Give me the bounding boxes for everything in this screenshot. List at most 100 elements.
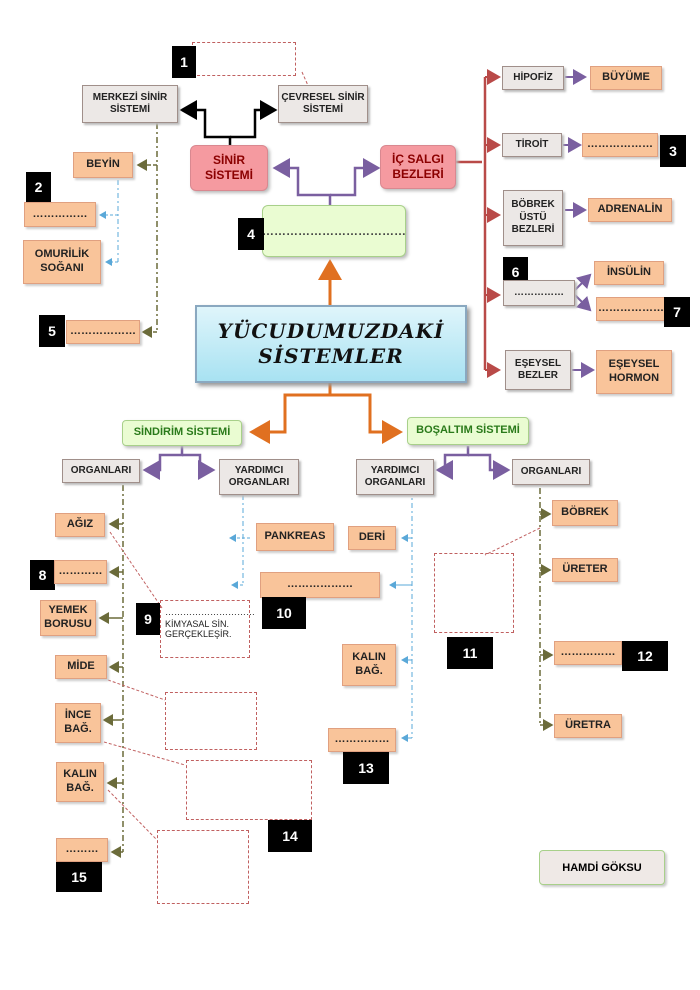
blank-7-text: ……………… (598, 302, 664, 315)
mouth-label: AĞIZ (66, 518, 94, 531)
pancreas-box: PANKREAS (256, 523, 334, 551)
number-badge-12: 12 (622, 641, 668, 671)
blank-box-5[interactable]: ……………… (66, 320, 140, 344)
blank-12-text: …………… (560, 646, 616, 659)
sex-hormone-label: EŞEYSEL HORMON (608, 358, 660, 384)
number-12: 12 (637, 648, 653, 664)
blank-box-7[interactable]: ……………… (596, 297, 666, 321)
pituitary-label: HİPOFİZ (513, 71, 553, 83)
digestive-helpers-box: YARDIMCI ORGANLARI (219, 459, 299, 495)
brain-box: BEYİN (73, 152, 133, 178)
adrenal-gland-label: BÖBREK ÜSTÜ BEZLERİ (511, 199, 555, 236)
blank-6-text: …………… (514, 286, 564, 298)
number-badge-13: 13 (343, 752, 389, 784)
pancreas-label: PANKREAS (264, 530, 326, 543)
brain-label: BEYİN (86, 158, 120, 171)
digestive-organs-label: ORGANLARI (70, 464, 132, 476)
blank-box-13[interactable]: …………… (328, 728, 396, 752)
excretory-large-int-box: KALIN BAĞ. (342, 644, 396, 686)
endocrine-system-box: İÇ SALGI BEZLERİ (380, 145, 456, 189)
stomach-box: MİDE (55, 655, 107, 679)
urethra-box: ÜRETRA (554, 714, 622, 738)
insulin-box: İNSÜLİN (594, 261, 664, 285)
sex-glands-label: EŞEYSEL BEZLER (514, 357, 562, 382)
number-4: 4 (247, 226, 255, 242)
mouth-box: AĞIZ (55, 513, 105, 537)
excretory-organs-box: ORGANLARI (512, 459, 590, 485)
ureter-label: ÜRETER (562, 563, 608, 576)
number-3: 3 (669, 143, 677, 159)
adrenal-gland-box: BÖBREK ÜSTÜ BEZLERİ (503, 190, 563, 246)
central-nervous-box: MERKEZİ SİNİR SİSTEMİ (82, 85, 178, 123)
number-15: 15 (71, 869, 87, 885)
blank-box-6[interactable]: …………… (503, 280, 575, 306)
number-badge-4: 4 (238, 218, 264, 250)
number-7: 7 (673, 304, 681, 320)
blank-15-text: ……… (65, 843, 99, 856)
signature-text: HAMDİ GÖKSU (562, 861, 642, 874)
number-badge-8: 8 (30, 560, 55, 590)
blank-box-8[interactable]: ………… (54, 560, 107, 584)
main-title-text: YÜCUDUMUZDAKİ SİSTEMLER (217, 319, 445, 368)
excretory-organs-label: ORGANLARI (520, 465, 582, 477)
excretory-system-label: BOŞALTIM SİSTEMİ (416, 424, 520, 437)
excretory-system-box: BOŞALTIM SİSTEMİ (407, 417, 529, 445)
number-11: 11 (462, 645, 478, 661)
note-box-9[interactable]: ………………………… KİMYASAL SİN. GERÇEKLEŞİR. (160, 600, 255, 658)
growth-box: BÜYÜME (590, 66, 662, 90)
central-nervous-label: MERKEZİ SİNİR SİSTEMİ (92, 91, 168, 116)
digestive-system-label: SİNDİRİM SİSTEMİ (133, 426, 231, 439)
blank-box-1[interactable] (192, 42, 296, 76)
blank-box-15[interactable]: ……… (56, 838, 108, 862)
number-8: 8 (38, 567, 47, 583)
blank-box-4[interactable]: ……………………………… (262, 205, 406, 257)
blank-box-3[interactable]: ……………… (582, 133, 658, 157)
esophagus-label: YEMEK BORUSU (44, 604, 92, 630)
number-badge-3: 3 (660, 135, 686, 167)
medulla-box: OMURİLİK SOĞANI (23, 240, 101, 284)
number-10: 10 (276, 605, 292, 621)
digestive-organs-box: ORGANLARI (62, 459, 140, 483)
thyroid-label: TİROİT (515, 138, 549, 150)
number-14: 14 (282, 828, 298, 844)
urethra-label: ÜRETRA (565, 719, 611, 732)
medulla-label: OMURİLİK SOĞANI (34, 248, 90, 274)
blank-box-14[interactable] (186, 760, 312, 820)
blank-box-12[interactable]: …………… (554, 641, 622, 665)
main-title: YÜCUDUMUZDAKİ SİSTEMLER (195, 305, 467, 383)
insulin-label: İNSÜLİN (607, 266, 651, 279)
blank-10-text: ……………… (287, 578, 353, 591)
number-badge-5: 5 (39, 315, 65, 347)
note-9-text: KİMYASAL SİN. GERÇEKLEŞİR. (165, 619, 232, 639)
kidney-box: BÖBREK (552, 500, 618, 526)
number-badge-1: 1 (172, 46, 196, 78)
blank-box-large-int[interactable] (157, 830, 249, 904)
digestive-system-box: SİNDİRİM SİSTEMİ (122, 420, 242, 446)
small-intestine-label: İNCE BAĞ. (64, 709, 92, 735)
large-intestine-box: KALIN BAĞ. (56, 762, 104, 802)
blank-box-11[interactable] (434, 553, 514, 633)
blank-13-text: …………… (334, 733, 390, 746)
blank-box-stomach[interactable] (165, 692, 257, 750)
sex-hormone-box: EŞEYSEL HORMON (596, 350, 672, 394)
esophagus-box: YEMEK BORUSU (40, 600, 96, 636)
pituitary-box: HİPOFİZ (502, 66, 564, 90)
large-intestine-label: KALIN BAĞ. (63, 768, 97, 794)
number-13: 13 (358, 760, 374, 776)
number-2: 2 (34, 179, 43, 195)
number-badge-9: 9 (136, 603, 160, 635)
number-badge-2: 2 (26, 172, 51, 202)
stomach-label: MİDE (67, 660, 95, 673)
thyroid-box: TİROİT (502, 133, 562, 157)
ureter-box: ÜRETER (552, 558, 618, 582)
blank-5-text: ……………… (70, 325, 136, 338)
blank-box-2[interactable]: …………… (24, 202, 96, 227)
blank-4-text: ……………………………… (262, 223, 406, 238)
blank-box-10[interactable]: ……………… (260, 572, 380, 598)
number-badge-11: 11 (447, 637, 493, 669)
blank-3-text: ……………… (587, 138, 653, 151)
kidney-label: BÖBREK (561, 506, 609, 519)
number-badge-15: 15 (56, 862, 102, 892)
adrenalin-box: ADRENALİN (588, 198, 672, 222)
